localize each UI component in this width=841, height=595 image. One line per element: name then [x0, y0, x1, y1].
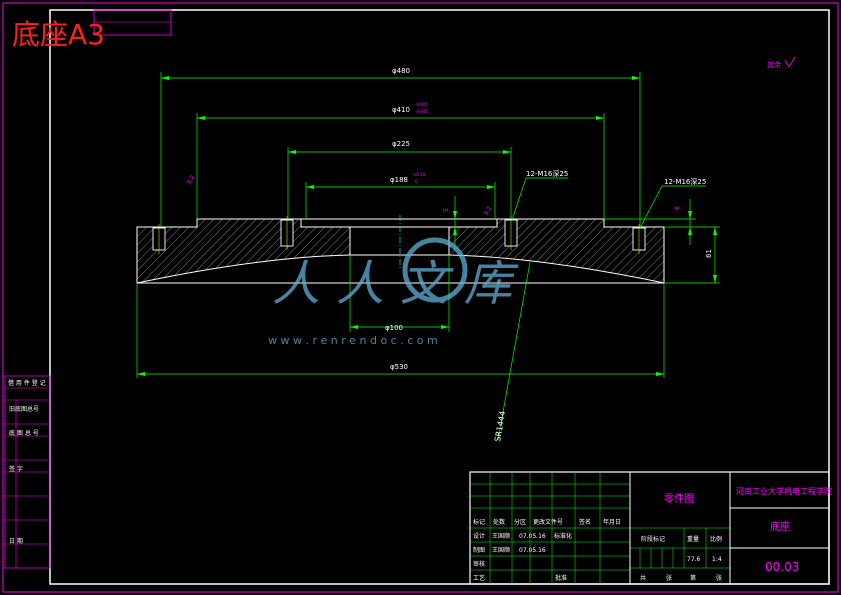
rough-b: 3.2 — [483, 205, 494, 217]
dim-d188-tol-upper: +0.10 — [413, 172, 426, 177]
hdr-1: 处数 — [493, 518, 505, 526]
standardize-label: 标准化 — [554, 532, 572, 540]
side-label-4: 日 期 — [9, 537, 23, 545]
design-label: 设计 — [473, 532, 485, 540]
roughness-symbol-icon — [784, 56, 796, 68]
dim-depth-6: 6 — [674, 206, 681, 210]
side-label-2: 底 图 总 号 — [9, 429, 39, 437]
drawing-type: 零件图 — [664, 493, 694, 505]
dim-thread-left: 12-M16深25 — [526, 169, 568, 178]
drawing-frame — [49, 9, 830, 585]
scale-label: 比例 — [710, 535, 722, 543]
title-block: 零件图 河南工业大学机电工程学院 底座 00.03 标记 处数 分区 更改文件号… — [469, 471, 832, 585]
design-name: 王国顺 — [492, 533, 510, 540]
review-label: 审核 — [473, 560, 485, 568]
hdr-2: 分区 — [514, 518, 526, 526]
watermark: 人人文库 w w w . r e n r e n d o c . c o m — [268, 237, 528, 347]
watermark-chars: 人人文库 — [272, 256, 528, 312]
weight-value: 77.6 — [687, 556, 701, 563]
dim-d225: φ225 — [392, 140, 410, 148]
dim-d410-tol-upper: -0.005 — [415, 102, 428, 107]
stage-mark-label: 阶段标记 — [641, 535, 665, 543]
sheet-label: 张 — [716, 574, 722, 582]
scale-value: 1:4 — [712, 556, 722, 563]
drawing-no: 00.03 — [765, 560, 799, 574]
hdr-3: 更改文件号 — [533, 518, 563, 526]
hdr-4: 签名 — [579, 518, 591, 526]
dim-d410-tol-lower: -0.035 — [415, 109, 428, 114]
dim-d188-tol-lower: 0 — [415, 179, 418, 184]
roughness-note: 其余 — [767, 60, 781, 69]
side-label-3: 签 字 — [9, 465, 23, 473]
dimension-lines — [136, 72, 720, 441]
side-label-0: 借 用 件 登 记 — [8, 379, 46, 387]
approve-label: 批准 — [555, 574, 567, 582]
process-label: 工艺 — [473, 574, 485, 582]
drawing-name: 王国顺 — [492, 547, 510, 554]
title-stamp: 底座A3 — [12, 18, 105, 51]
side-label-1: 旧底图总号 — [9, 405, 39, 413]
school-name: 河南工业大学机电工程学院 — [736, 486, 832, 496]
dim-d410: φ410 — [392, 106, 410, 114]
sheet-no: 第 — [690, 574, 696, 582]
dim-height-61: 61 — [705, 249, 713, 258]
side-table: 借 用 件 登 记 旧底图总号 底 图 总 号 签 字 日 期 — [4, 375, 51, 569]
dim-thread-right: 12-M16深25 — [664, 177, 706, 186]
sheets-total: 共 — [640, 574, 646, 582]
code-box — [93, 9, 172, 36]
weight-label: 重量 — [687, 535, 699, 543]
design-date: 07.05.16 — [519, 533, 546, 540]
drawing-label: 制图 — [473, 546, 485, 554]
dim-d100: φ100 — [385, 324, 403, 332]
dim-d480: φ480 — [392, 67, 410, 75]
dim-sphere: SR1444 — [493, 410, 507, 442]
hdr-5: 年月日 — [603, 518, 621, 526]
drawing-date: 07.05.16 — [519, 547, 546, 554]
sheets-label: 张 — [666, 574, 672, 582]
rough-a: 3.2 — [186, 174, 197, 186]
dim-depth-5: 5 — [443, 208, 450, 212]
dim-d530: φ530 — [390, 363, 408, 371]
dim-d188: φ188 — [390, 176, 408, 184]
part-section — [136, 215, 665, 284]
dimension-arrows — [137, 76, 717, 376]
watermark-url: w w w . r e n r e n d o c . c o m — [268, 334, 438, 347]
hdr-0: 标记 — [473, 518, 485, 526]
part-name: 底座 — [770, 520, 790, 533]
